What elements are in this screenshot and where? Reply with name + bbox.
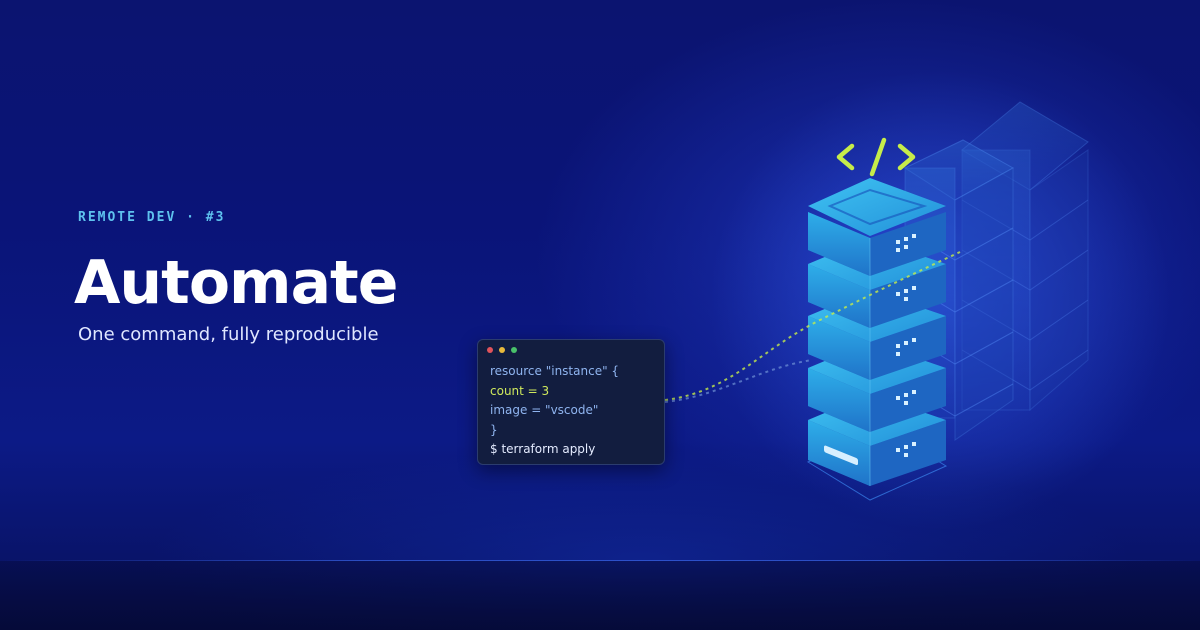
maximize-dot-icon [511, 347, 517, 353]
code-line: count = 3 [490, 383, 550, 398]
code-line: resource "instance" { [490, 364, 620, 378]
code-block: resource "instance" { count = 3 image = … [490, 362, 619, 460]
eyebrow-label: REMOTE DEV · #3 [78, 210, 226, 225]
minimize-dot-icon [499, 347, 505, 353]
window-controls [487, 347, 517, 353]
connector-lines [664, 251, 961, 403]
code-line: image = "vscode" [490, 403, 599, 417]
close-dot-icon [487, 347, 493, 353]
subtitle: One command, fully reproducible [78, 324, 379, 345]
server-unit [808, 178, 946, 276]
floor-shadow [0, 561, 1200, 630]
code-brackets-icon [836, 137, 916, 177]
code-line: } [490, 422, 498, 437]
server-stack-front [806, 178, 948, 501]
floor-horizon-line [0, 560, 1200, 561]
page-title: Automate [74, 248, 398, 318]
code-line-command: $ terraform apply [490, 442, 596, 456]
status-led-grid [896, 234, 916, 457]
code-editor-window: resource "instance" { count = 3 image = … [477, 339, 665, 465]
